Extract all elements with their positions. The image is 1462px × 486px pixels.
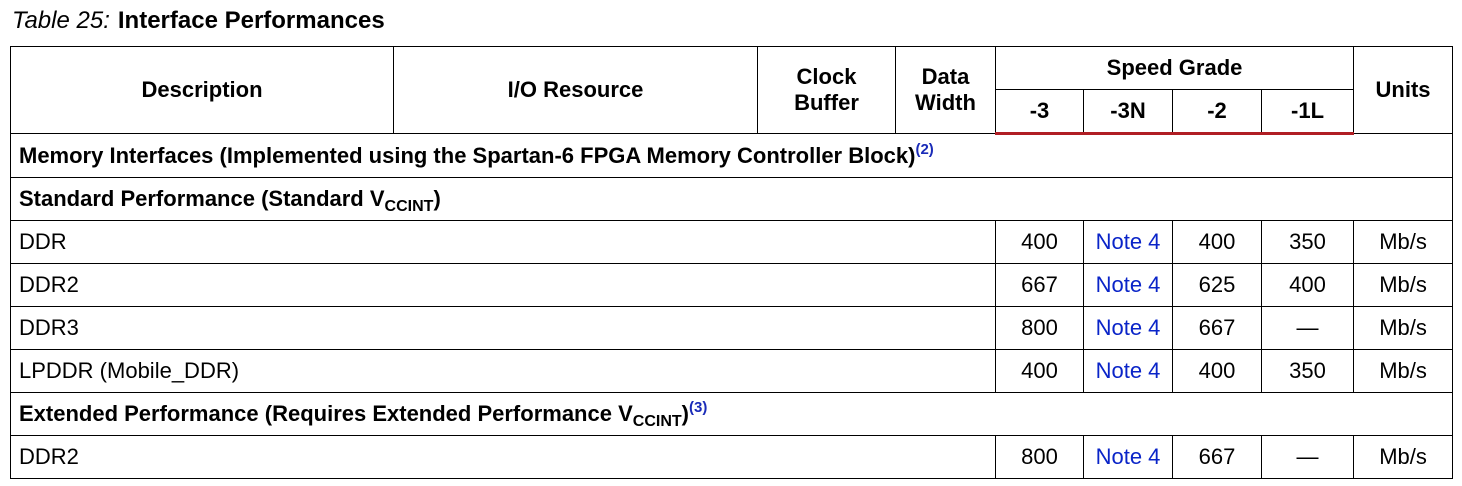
- row-ddr3-units: Mb/s: [1353, 306, 1454, 350]
- table-row: LPDDR (Mobile_DDR) 400 Note 4 400 350 Mb…: [10, 349, 1454, 393]
- section-row-memory: Memory Interfaces (Implemented using the…: [9, 133, 1454, 178]
- row-lpddr-grade-3: 400: [995, 349, 1084, 393]
- row-lpddr-desc: LPDDR (Mobile_DDR): [10, 349, 996, 393]
- section-memory-text: Memory Interfaces (Implemented using the…: [19, 143, 916, 168]
- section-standard-text: Standard Performance (Standard V: [19, 186, 385, 211]
- header-units: Units: [1353, 46, 1454, 134]
- row-ddr-grade-2: 400: [1172, 220, 1262, 264]
- row-ddr2-desc: DDR2: [10, 263, 996, 307]
- row-ddr3-grade-3: 800: [995, 306, 1084, 350]
- row-ddr-grade-3: 400: [995, 220, 1084, 264]
- header-grade-3n: -3N: [1083, 89, 1173, 135]
- interface-performance-table: Description I/O Resource Clock Buffer Da…: [9, 46, 1454, 479]
- row-ddr2-grade-2: 625: [1172, 263, 1262, 307]
- row-ext-ddr2-units: Mb/s: [1353, 435, 1454, 479]
- section-row-standard: Standard Performance (Standard VCCINT): [9, 177, 1454, 221]
- section-row-extended: Extended Performance (Requires Extended …: [9, 392, 1454, 436]
- footnote-2-link[interactable]: (2): [915, 141, 934, 158]
- row-ext-ddr2-grade-3: 800: [995, 435, 1084, 479]
- row-lpddr-note4-link[interactable]: Note 4: [1083, 349, 1173, 393]
- header-io-resource: I/O Resource: [393, 46, 758, 134]
- table-row: DDR2 800 Note 4 667 — Mb/s: [10, 435, 1454, 479]
- row-ddr-note4-link[interactable]: Note 4: [1083, 220, 1173, 264]
- table-caption: Table 25: Interface Performances: [12, 6, 385, 36]
- row-ddr2-units: Mb/s: [1353, 263, 1454, 307]
- row-ddr3-desc: DDR3: [10, 306, 996, 350]
- section-memory: Memory Interfaces (Implemented using the…: [9, 133, 1454, 178]
- section-extended-subscript: CCINT: [632, 413, 682, 430]
- row-ext-ddr2-note4-link[interactable]: Note 4: [1083, 435, 1173, 479]
- row-ddr3-grade-2: 667: [1172, 306, 1262, 350]
- section-standard-suffix: ): [433, 186, 441, 211]
- table-row: DDR2 667 Note 4 625 400 Mb/s: [10, 263, 1454, 307]
- row-ddr3-note4-link[interactable]: Note 4: [1083, 306, 1173, 350]
- row-ddr-grade-1l: 350: [1260, 220, 1355, 264]
- caption-title: Interface Performances: [117, 7, 385, 34]
- row-ext-ddr2-grade-1l: —: [1260, 435, 1355, 479]
- row-lpddr-grade-2: 400: [1172, 349, 1262, 393]
- section-standard: Standard Performance (Standard VCCINT): [9, 177, 1454, 221]
- row-lpddr-grade-1l: 350: [1260, 349, 1355, 393]
- row-ddr2-grade-3: 667: [995, 263, 1084, 307]
- header-grade-1l: -1L: [1260, 89, 1355, 135]
- section-extended-text: Extended Performance (Requires Extended …: [19, 401, 633, 426]
- table-row: DDR3 800 Note 4 667 — Mb/s: [10, 306, 1454, 350]
- footnote-3-link[interactable]: (3): [688, 399, 708, 416]
- row-ext-ddr2-desc: DDR2: [10, 435, 996, 479]
- section-standard-subscript: CCINT: [384, 198, 434, 215]
- section-extended: Extended Performance (Requires Extended …: [9, 392, 1454, 436]
- caption-label: Table 25:: [12, 7, 110, 34]
- row-ddr-desc: DDR: [10, 220, 996, 264]
- header-clock-buffer: Clock Buffer: [757, 46, 896, 134]
- header-data-width: Data Width: [895, 46, 996, 134]
- row-ddr2-note4-link[interactable]: Note 4: [1083, 263, 1173, 307]
- row-lpddr-units: Mb/s: [1353, 349, 1454, 393]
- row-ext-ddr2-grade-2: 667: [1172, 435, 1262, 479]
- row-ddr2-grade-1l: 400: [1260, 263, 1355, 307]
- row-ddr3-grade-1l: —: [1260, 306, 1355, 350]
- header-description: Description: [10, 46, 394, 134]
- section-extended-suffix: ): [681, 401, 689, 426]
- header-grade-3: -3: [995, 89, 1084, 135]
- row-ddr-units: Mb/s: [1353, 220, 1454, 264]
- header-speed-grade: Speed Grade: [994, 46, 1355, 90]
- table-row: DDR 400 Note 4 400 350 Mb/s: [10, 220, 1454, 264]
- header-grade-2: -2: [1172, 89, 1262, 135]
